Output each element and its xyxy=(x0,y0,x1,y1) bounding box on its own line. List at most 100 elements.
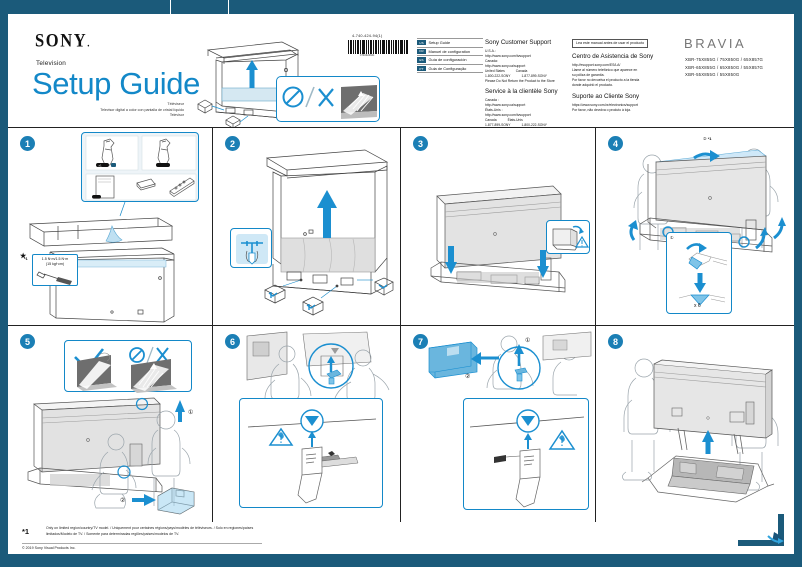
stand-attach-detail-box-right xyxy=(463,398,589,510)
step-panel-6: 6 xyxy=(212,325,400,522)
phone-number-ca: 1-877-899-SONY xyxy=(521,74,547,79)
step-number-6: 6 xyxy=(225,334,240,349)
phone-number-fr-us: 1-800-222-SONY xyxy=(521,123,547,128)
screw-inset-substep: ① xyxy=(670,235,674,240)
screw-count-label: x 6 xyxy=(694,303,701,309)
footnote-star: *1 xyxy=(22,527,30,536)
bravia-brand: BRAVIA xyxy=(684,36,747,51)
tilt-caution-inset xyxy=(546,220,590,254)
model-line: XBR-65X855G / 65X850G / 55X857G xyxy=(685,64,764,70)
support-url-es[interactable]: http://esupport.sony.com/ES/LA/ xyxy=(572,62,621,67)
copyright-notice: © 2019 Sony Visual Products Inc. xyxy=(22,546,76,550)
part-number: 4-740-424-94(1) xyxy=(352,34,383,38)
support-region-ca: Canada: xyxy=(485,59,498,64)
handling-check-box xyxy=(64,340,192,393)
header: SONY. Television Setup Guide Téléviseur … xyxy=(8,14,794,133)
accessories-box: x1 xyxy=(81,132,199,202)
support-heading-pt: Suporte ao Cliente Sony xyxy=(572,93,640,101)
top-margin-bar xyxy=(0,0,802,14)
support-url-ca[interactable]: http://www.sony.ca/support xyxy=(485,64,526,69)
clip-removal-inset xyxy=(230,228,272,268)
phone-label-ca: Canada xyxy=(515,69,528,74)
support-url-fr-us[interactable]: http://www.sony.com/tvsupport xyxy=(485,113,531,118)
support-heading-fr: Service à la clientèle Sony xyxy=(485,88,558,96)
step4-star-ref: *1 xyxy=(707,136,712,141)
steps-grid: 1 x1 xyxy=(8,127,794,522)
footer: *1 Only on limited region/country/TV mod… xyxy=(8,514,794,554)
support-region-fr-ca: Canada : xyxy=(485,98,499,103)
title-subtitles: Téléviseur Televisor digital a color con… xyxy=(100,102,184,118)
support-pt-line1: Por favor, não devolva o produto à loja. xyxy=(572,108,631,113)
step-panel-1: 1 x1 xyxy=(8,127,212,325)
phone-label-fr-us: États-Unis xyxy=(507,118,523,123)
support-url-us[interactable]: http://www.sony.com/tvsupport xyxy=(485,53,531,58)
sony-wordmark: SONY xyxy=(35,29,88,52)
guide-sheet: SONY. Television Setup Guide Téléviseur … xyxy=(8,14,794,554)
svg-text:①: ① xyxy=(188,409,193,416)
language-label: Guía de configuración xyxy=(428,57,467,63)
phone-number-fr-ca: 1-877-899-SONY xyxy=(485,123,511,128)
step-number-7: 7 xyxy=(413,334,428,349)
support-url-pt[interactable]: https://www.sony.com.br/electronics/supp… xyxy=(572,103,638,108)
model-line: XBR-75X855G / 75X850G / 65X857G xyxy=(685,57,764,62)
phone-label-fr-ca: Canada xyxy=(485,118,497,123)
footnote-text: Only on limited region/country/TV model.… xyxy=(46,526,254,536)
model-line: XBR-55X855G / 55X850G xyxy=(685,72,740,78)
step4-substep-label: ② *1 xyxy=(703,136,712,141)
torque-value-line2: (15 kgf·cm) xyxy=(45,261,65,266)
support-region-us: U.S.A.: xyxy=(485,48,496,53)
support-phone-numbers: 1-800-222-SONY 1-877-899-SONY xyxy=(485,74,569,79)
corner-fold-mark xyxy=(738,514,794,554)
support-region-fr-us: États-Unis : xyxy=(485,108,503,113)
support-url-fr-ca[interactable]: http://www.sony.ca/support xyxy=(485,103,526,108)
step-number-3: 3 xyxy=(413,136,428,151)
support-phone-numbers-fr: 1-877-899-SONY 1-800-222-SONY xyxy=(485,123,569,128)
language-row: FR Manuel de configuration xyxy=(417,48,483,57)
torque-value-line1: 1.5 N·m/1.5 N·m xyxy=(41,257,69,261)
step-panel-8: 8 xyxy=(595,325,794,522)
torque-footnote-star: *1 xyxy=(24,256,28,261)
step4-substep-circle: ② xyxy=(703,136,707,141)
sony-logo: SONY. xyxy=(35,30,91,52)
header-caution-box xyxy=(276,76,380,122)
step-panel-5: 5 xyxy=(8,325,212,522)
torque-spec-box: 1.5 N·m/1.5 N·m (15 kgf·cm) xyxy=(32,254,78,286)
support-es-line2: su póliza de garantía. xyxy=(572,73,605,78)
language-row: US Setup Guide xyxy=(417,39,483,48)
support-phone-labels-fr: Canada États-Unis xyxy=(485,118,569,123)
support-column-en-fr: Sony Customer Support U.S.A.: http://www… xyxy=(485,38,569,136)
language-code: PT xyxy=(417,65,426,72)
step-number-5: 5 xyxy=(20,334,35,349)
support-es-line4: donde adquirió el producto. xyxy=(572,83,614,88)
language-table-top-rule xyxy=(417,38,483,39)
stand-attach-detail-box xyxy=(239,398,383,508)
support-es-line3: Por favor no devuelva el producto a la t… xyxy=(572,78,640,83)
language-code: ES xyxy=(417,57,426,63)
support-block-es: Centro de Asistencia de Sony http://esup… xyxy=(572,52,672,88)
footer-divider xyxy=(22,543,262,544)
support-heading-es: Centro de Asistencia de Sony xyxy=(572,53,654,60)
step-panel-7: 7 xyxy=(400,325,595,522)
language-row: ES Guía de configuración xyxy=(417,56,483,65)
barcode: 4740424941 xyxy=(348,40,410,57)
language-label: Manuel de configuration xyxy=(428,48,471,54)
svg-text:①: ① xyxy=(525,337,530,344)
support-note-us: Please Do Not Return the Product to the … xyxy=(485,79,555,84)
language-table: US Setup Guide FR Manuel de configuratio… xyxy=(417,39,483,74)
step-panel-3: 3 xyxy=(400,127,595,325)
support-block-pt: Suporte ao Cliente Sony https://www.sony… xyxy=(572,92,672,113)
category-label: Television xyxy=(36,60,67,67)
read-manual-first-box: Lea este manual antes de usar el product… xyxy=(572,39,649,48)
support-block-us: Sony Customer Support U.S.A.: http://www… xyxy=(485,38,569,84)
step-number-2: 2 xyxy=(225,136,240,151)
language-code: US xyxy=(417,40,426,46)
language-row: PT Guia de Configuração xyxy=(417,65,483,74)
step-number-1: 1 xyxy=(20,136,35,151)
support-column-es-pt: Centro de Asistencia de Sony http://esup… xyxy=(572,52,672,116)
step-panel-4: 4 ② *1 xyxy=(595,127,794,325)
step-number-8: 8 xyxy=(608,334,623,349)
support-heading-us: Sony Customer Support xyxy=(485,39,552,46)
support-es-line1: Llame al número telefónico que aparece e… xyxy=(572,67,638,72)
sony-logo-dot: . xyxy=(87,37,92,49)
